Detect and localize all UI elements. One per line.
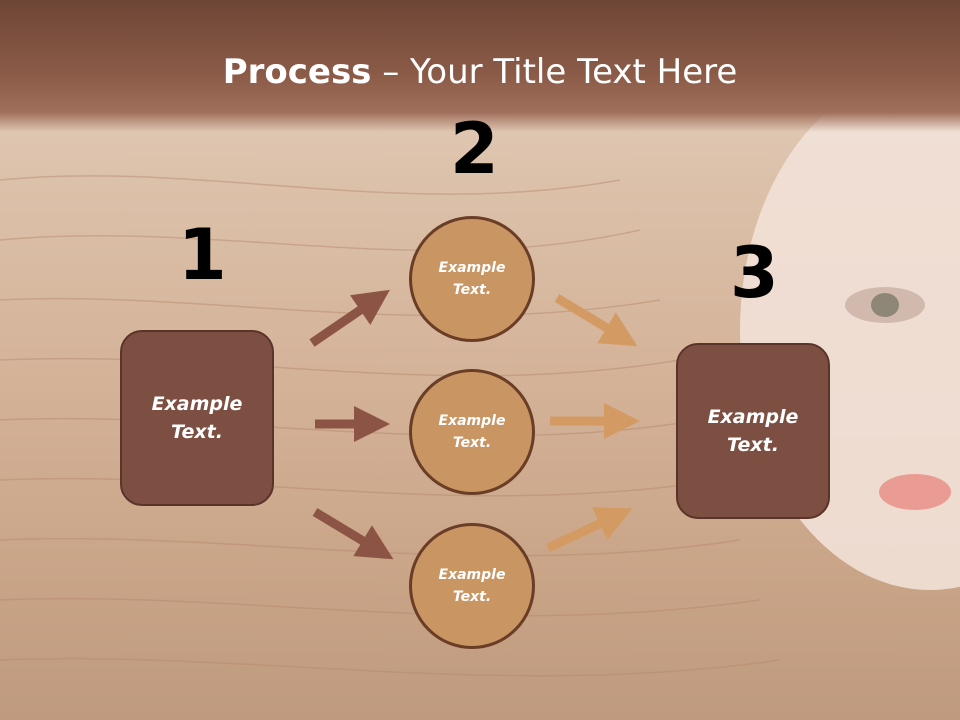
step-1-box: Example Text. [120, 330, 274, 506]
step-number-3: 3 [730, 232, 779, 314]
step-3-text: Example Text. [707, 405, 799, 457]
step-number-2: 2 [450, 108, 499, 190]
step-number-1: 1 [178, 214, 227, 296]
slide-title: Process – Your Title Text Here [0, 52, 960, 92]
arrow-bottom-to-right [546, 507, 633, 553]
step-1-text: Example Text. [151, 392, 243, 444]
circle-bottom-text: Example Text. [438, 566, 506, 605]
circle-middle-text: Example Text. [438, 412, 506, 451]
arrow-left-to-bottom [312, 508, 394, 560]
step-2-circle-top: Example Text. [409, 216, 535, 342]
step-2-circle-bottom: Example Text. [409, 523, 535, 649]
step-3-box: Example Text. [676, 343, 830, 519]
arrow-left-to-top [309, 289, 390, 347]
circle-top-text: Example Text. [438, 259, 506, 298]
title-bar [0, 0, 960, 132]
step-2-circle-middle: Example Text. [409, 369, 535, 495]
arrow-top-to-right [554, 294, 638, 347]
title-bold: Process [222, 52, 372, 92]
title-rest: – Your Title Text Here [371, 52, 738, 92]
